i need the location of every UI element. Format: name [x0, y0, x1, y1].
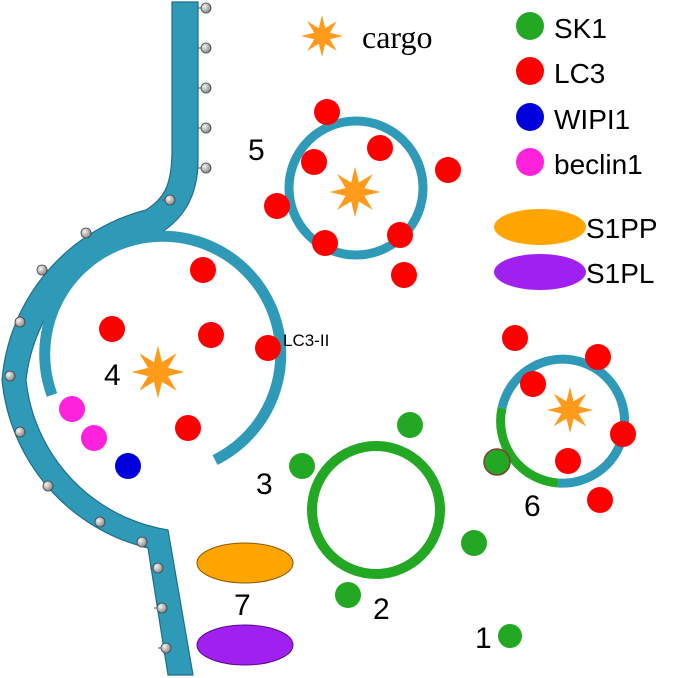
cargo-icon [546, 386, 594, 434]
bead-dot [4, 370, 16, 382]
bead-dot [200, 162, 212, 174]
step-labels: LC3-II 1 2 3 4 5 6 7 [104, 134, 541, 655]
vesicle-6-lc3-dots [502, 325, 636, 513]
bead-dot [94, 516, 106, 528]
bead-dot [14, 316, 26, 328]
bead-dot [42, 480, 54, 492]
legend-sk1: SK1 [516, 12, 607, 44]
bead-dot [14, 426, 26, 438]
bead-dot [36, 264, 48, 276]
beclin1-legend-icon [516, 148, 544, 176]
legend-wipi1: WIPI1 [516, 103, 630, 135]
sk1-dot [483, 448, 511, 476]
vesicle-2-membrane [307, 441, 445, 579]
bead-dot [200, 2, 212, 14]
lc3-legend-icon [516, 57, 544, 85]
legend-sk1-label: SK1 [554, 13, 607, 44]
step-label-5: 5 [248, 134, 265, 167]
step-label-3: 3 [256, 468, 273, 501]
sk1-free-dot [498, 624, 522, 648]
vesicle-5-membrane [284, 116, 428, 260]
bead-dot [156, 602, 168, 614]
vesicle-2 [289, 412, 487, 608]
legend-s1pl-label: S1PL [586, 258, 655, 289]
legend-wipi1-label: WIPI1 [554, 104, 630, 135]
step-label-4: 4 [104, 359, 121, 392]
legend-s1pp: S1PP [494, 209, 658, 245]
beclin1-dot [81, 425, 107, 451]
phagophore-4-lc3-dots [99, 257, 281, 441]
vesicle-2-sk1-dots [289, 412, 487, 608]
bead-dot [152, 562, 164, 574]
er-ribosome-beads [4, 2, 212, 654]
legend-lc3-label: LC3 [554, 58, 605, 89]
sk1-legend-icon [516, 12, 544, 40]
s1pl-ellipse [196, 624, 294, 666]
legend-cargo: cargo [301, 15, 432, 57]
bead-dot [160, 642, 172, 654]
s1pp-legend-icon [494, 209, 586, 245]
bead-dot [200, 122, 212, 134]
step-label-7: 7 [234, 589, 251, 622]
bead-dot [200, 42, 212, 54]
step-label-2: 2 [373, 593, 390, 626]
lc3-ii-label: LC3-II [283, 331, 329, 350]
vesicle-6 [483, 325, 636, 513]
vesicle-6-sk1-arc [496, 407, 559, 488]
legend-s1pl: S1PL [494, 254, 655, 290]
cargo-icon [131, 345, 185, 399]
s1pl-legend-icon [494, 254, 586, 290]
legend-beclin1: beclin1 [516, 148, 643, 180]
wipi1-legend-icon [516, 103, 544, 131]
cargo-icon [329, 166, 381, 218]
phagophore-inner-arc [39, 230, 287, 465]
vesicle-5-lc3-dots [264, 99, 461, 288]
bead-dot [80, 227, 92, 239]
phagophore-4 [59, 257, 281, 479]
vesicle-5 [264, 99, 461, 288]
legend-cargo-label: cargo [362, 19, 432, 55]
phagophore-4-initiators [59, 396, 141, 479]
step-label-6: 6 [524, 490, 541, 523]
bead-dot [200, 82, 212, 94]
legend: cargo SK1 LC3 WIPI1 beclin1 S1PP S1PL [301, 12, 658, 290]
er-membrane-body [1, 1, 199, 676]
bead-dot [164, 194, 176, 206]
step-label-1: 1 [475, 622, 492, 655]
beclin1-dot [59, 396, 85, 422]
legend-lc3: LC3 [516, 57, 605, 89]
wipi1-dot [115, 453, 141, 479]
legend-s1pp-label: S1PP [586, 213, 658, 244]
vesicle-6-membrane [497, 354, 630, 488]
legend-beclin1-label: beclin1 [554, 149, 643, 180]
bead-dot [136, 536, 148, 548]
s1pp-ellipse [196, 542, 294, 584]
er-membrane [1, 1, 287, 676]
cargo-icon [301, 15, 343, 57]
